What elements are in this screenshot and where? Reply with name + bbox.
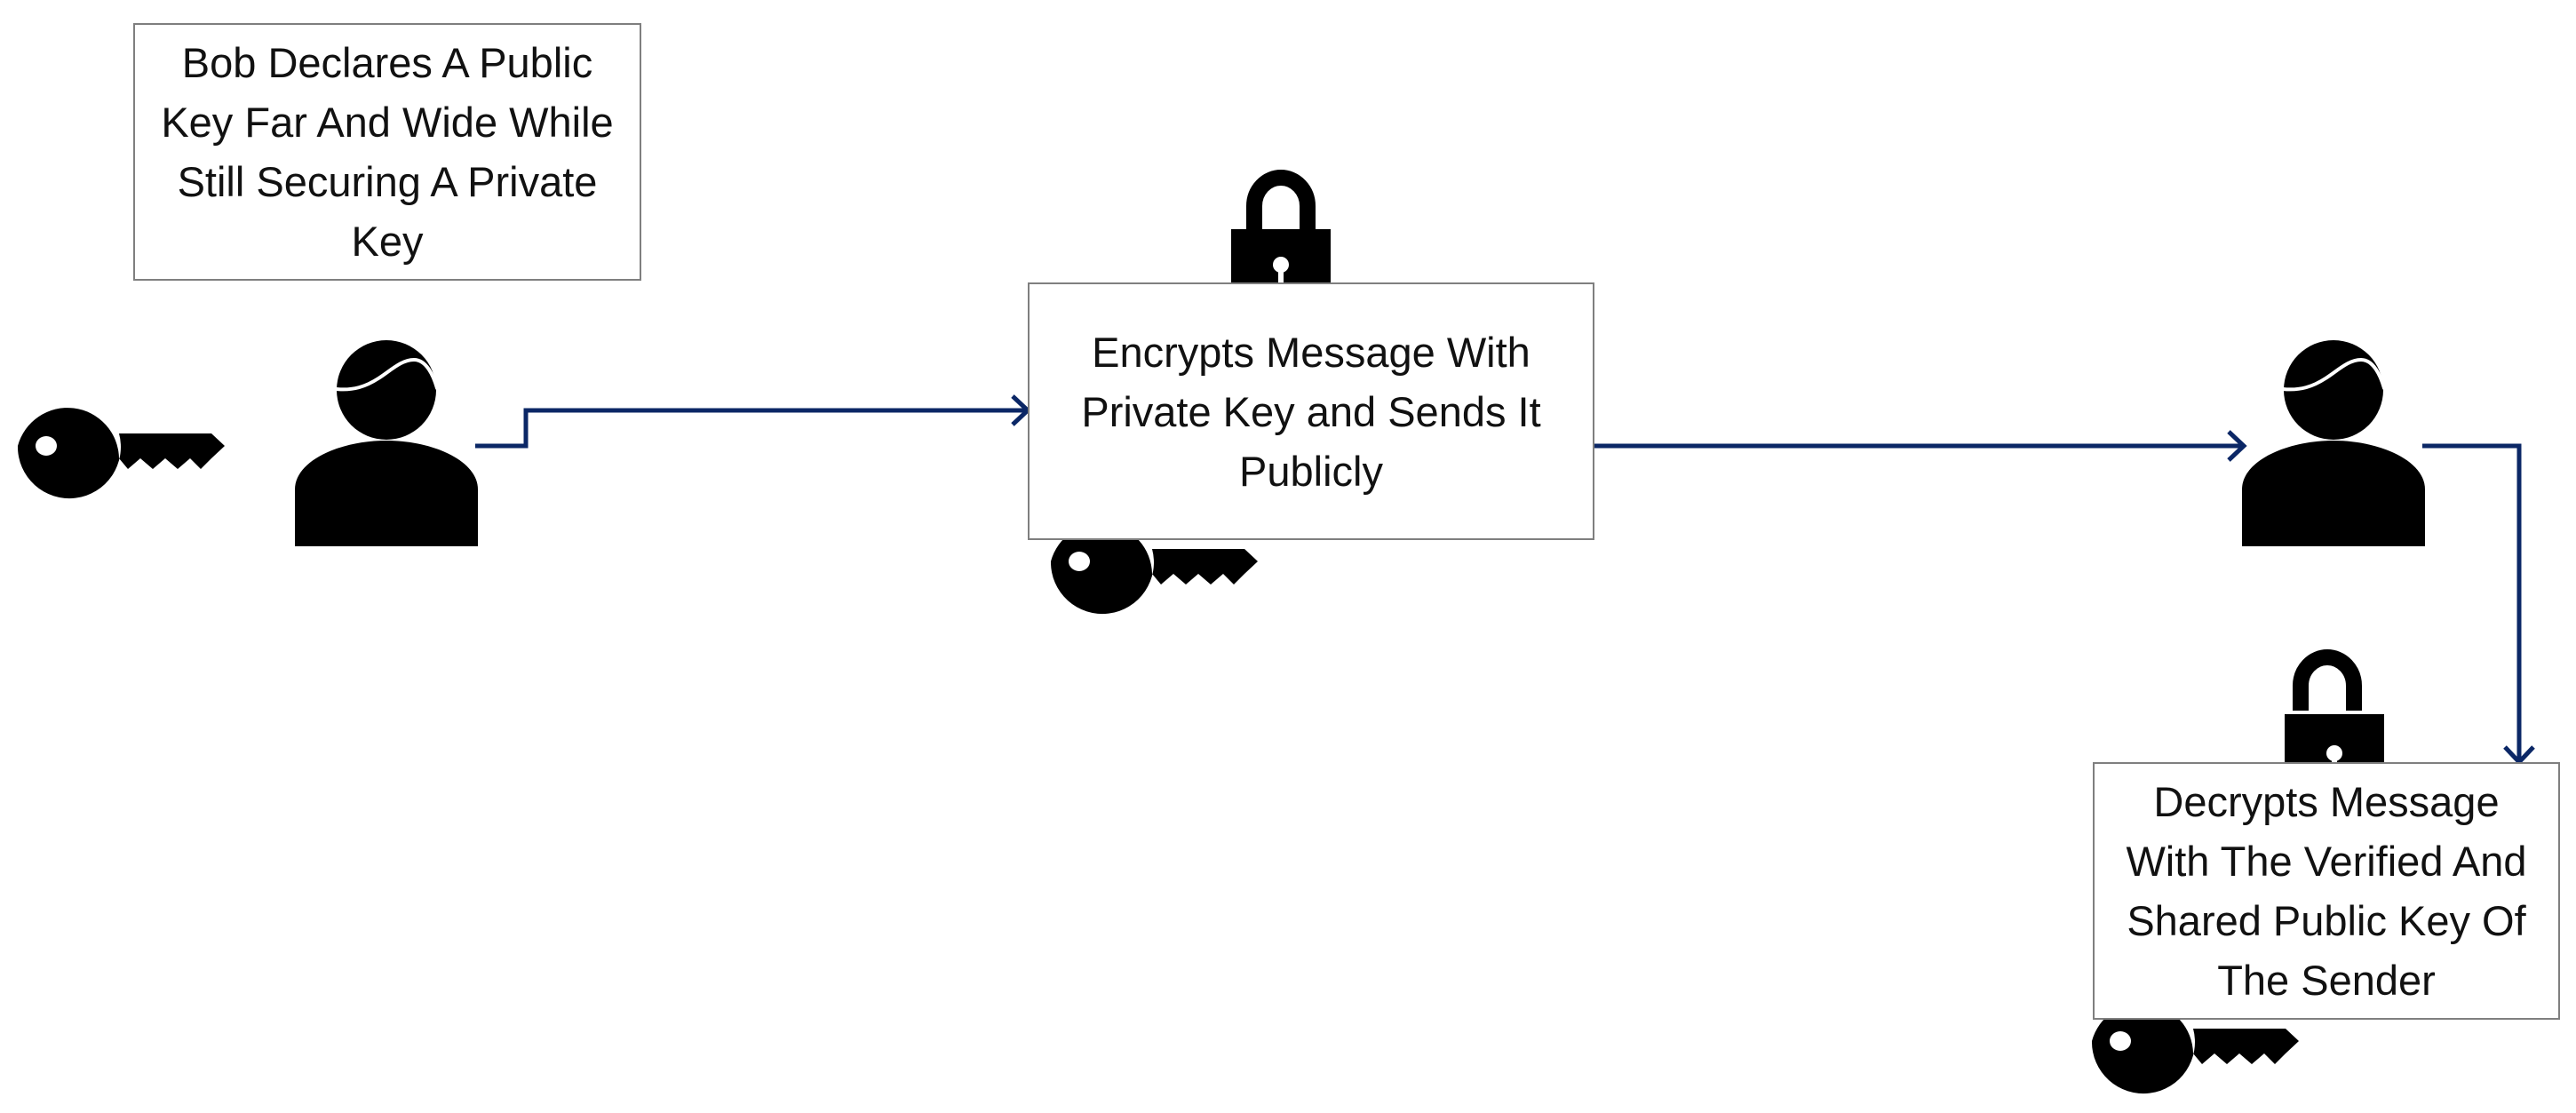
person-icon (2240, 338, 2427, 548)
node-decrypts-message: Decrypts Message With The Verified And S… (2093, 762, 2560, 1020)
node-encrypts-message: Encrypts Message With Private Key and Se… (1028, 282, 1594, 540)
person-icon (293, 338, 480, 548)
node-bob-declares: Bob Declares A Public Key Far And Wide W… (133, 23, 641, 281)
connector-encrypt-to-receiver (1594, 430, 2247, 462)
key-icon (17, 408, 225, 499)
padlock-unlocked-icon (2281, 649, 2384, 767)
padlock-locked-icon (1231, 170, 1331, 291)
connector-bob-to-encrypt (475, 394, 1031, 449)
connector-receiver-to-decrypt (2422, 443, 2535, 766)
